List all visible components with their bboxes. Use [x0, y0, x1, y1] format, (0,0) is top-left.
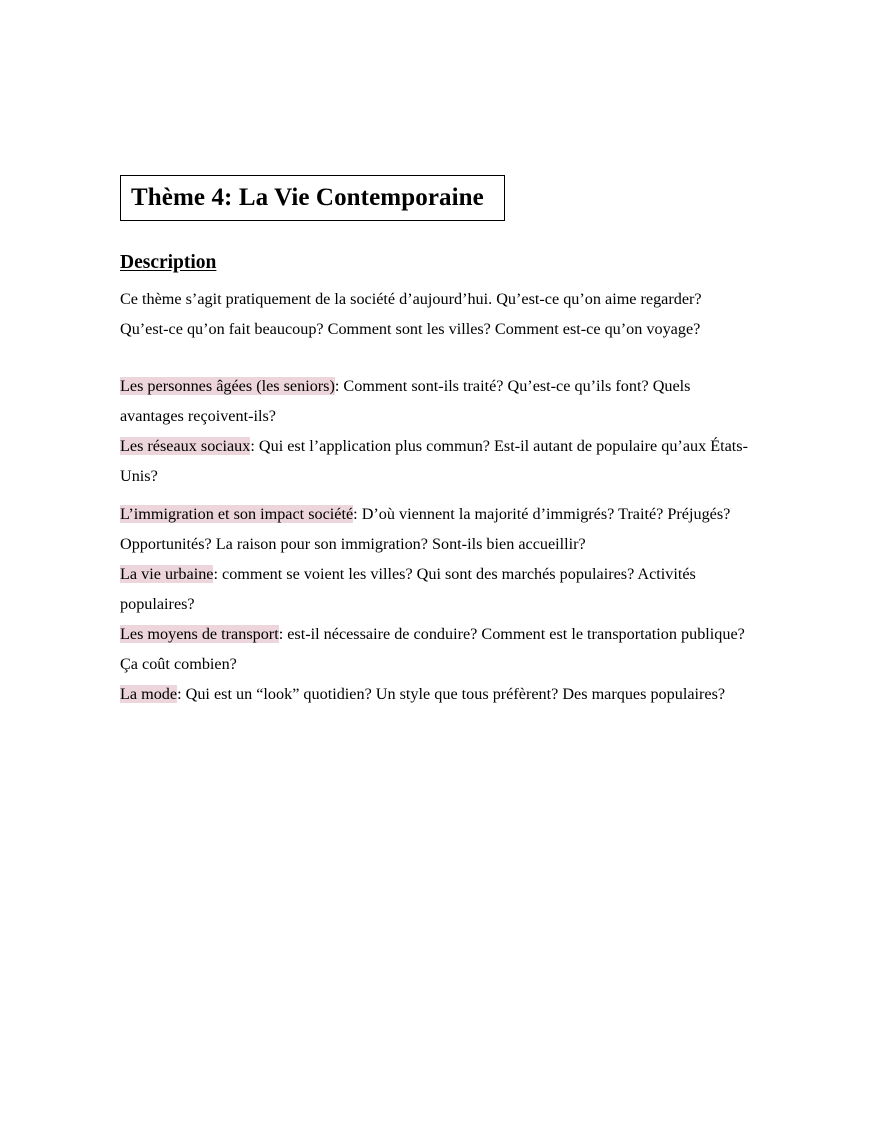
- topic-text-social-networks-1: : Qui est l’application plus commun? Est…: [250, 437, 748, 455]
- topic-text-fashion-1: : Qui est un “look” quotidien? Un style …: [177, 685, 726, 703]
- topic-text-seniors-1: : Comment sont-ils traité? Qu’est-ce qu’…: [334, 377, 691, 395]
- description-line-1: Ce thème s’agit pratiquement de la socié…: [120, 290, 702, 308]
- topic-text-urban-life-1: : comment se voient les villes? Qui sont…: [213, 565, 696, 583]
- topic-text-transport-1: : est-il nécessaire de conduire? Comment…: [278, 625, 745, 643]
- title-box: Thème 4: La Vie Contemporaine: [120, 175, 505, 221]
- topics-block-2: L’immigration et son impact société: D’o…: [120, 499, 800, 709]
- topic-label-transport: Les moyens de transport: [120, 625, 279, 643]
- description-heading: Description: [120, 252, 217, 273]
- topic-text-immigration-2: Opportunités? La raison pour son immigra…: [120, 535, 586, 553]
- description-paragraph: Ce thème s’agit pratiquement de la socié…: [120, 284, 800, 344]
- topic-label-urban-life: La vie urbaine: [120, 565, 214, 583]
- topic-text-social-networks-2: Unis?: [120, 467, 158, 485]
- topic-label-immigration: L’immigration et son impact société: [120, 505, 354, 523]
- page-title: Thème 4: La Vie Contemporaine: [131, 184, 484, 211]
- topic-label-fashion: La mode: [120, 685, 178, 703]
- topic-text-transport-2: Ça coût combien?: [120, 655, 237, 673]
- topic-label-seniors: Les personnes âgées (les seniors): [120, 377, 335, 395]
- topic-text-seniors-2: avantages reçoivent-ils?: [120, 407, 276, 425]
- topic-text-immigration-1: : D’où viennent la majorité d’immigrés? …: [353, 505, 731, 523]
- description-line-2: Qu’est-ce qu’on fait beaucoup? Comment s…: [120, 320, 701, 338]
- topic-text-urban-life-2: populaires?: [120, 595, 195, 613]
- topics-block-1: Les personnes âgées (les seniors): Comme…: [120, 371, 800, 491]
- topic-label-social-networks: Les réseaux sociaux: [120, 437, 251, 455]
